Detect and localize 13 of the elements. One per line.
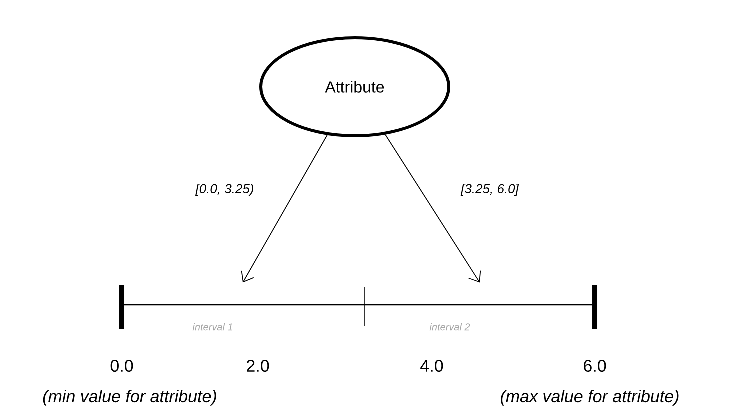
arrow xyxy=(241,134,328,283)
interval-label: interval 2 xyxy=(430,323,470,331)
range-note: (max value for attribute) xyxy=(501,390,679,406)
range-note: (min value for attribute) xyxy=(43,390,216,406)
edge-label: [3.25, 6.0] xyxy=(460,184,520,196)
tick-value: 2.0 xyxy=(247,360,270,372)
arrow xyxy=(385,134,482,283)
tick-value: 4.0 xyxy=(420,360,444,372)
edge-label: [0.0, 3.25) xyxy=(195,184,254,196)
ellipse-node: Attribute xyxy=(260,36,450,138)
interval-label: interval 1 xyxy=(192,323,232,331)
tick-value: 0.0 xyxy=(110,360,134,372)
tick-value: 6.0 xyxy=(584,360,606,372)
